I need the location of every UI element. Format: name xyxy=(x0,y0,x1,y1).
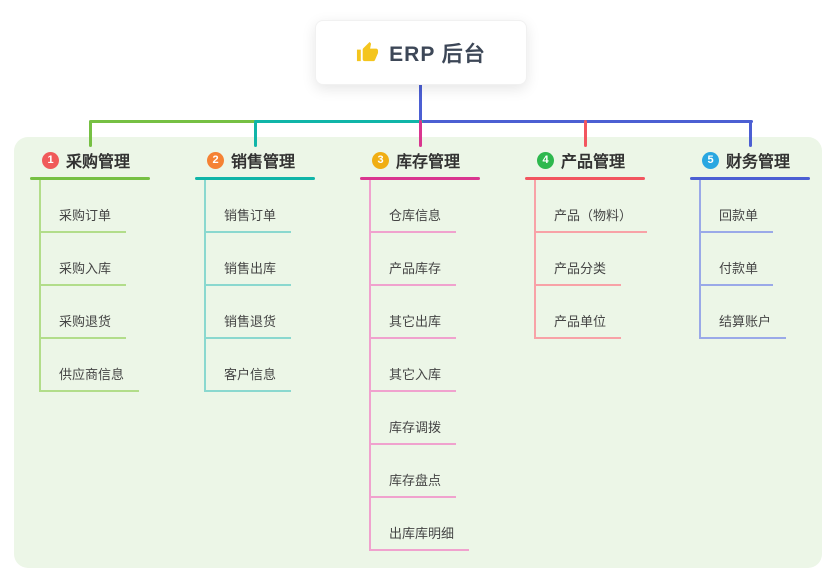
child-node-label: 回款单 xyxy=(719,208,759,223)
child-node-label: 结算账户 xyxy=(719,314,772,329)
branch-connector-horizontal xyxy=(420,120,753,123)
child-node[interactable]: 销售出库 xyxy=(206,233,292,286)
child-node[interactable]: 出库库明细 xyxy=(371,498,470,551)
branch-column: 1 采购管理 采购订单采购入库采购退货供应商信息 xyxy=(30,143,180,392)
child-node[interactable]: 其它入库 xyxy=(371,339,457,392)
child-node[interactable]: 付款单 xyxy=(701,233,774,286)
child-node[interactable]: 销售退货 xyxy=(206,286,292,339)
child-node[interactable]: 采购入库 xyxy=(41,233,127,286)
branch-underline xyxy=(525,177,645,180)
root-node[interactable]: ERP 后台 xyxy=(315,20,527,85)
thumbs-up-icon xyxy=(356,41,379,64)
branch-node-label: 产品管理 xyxy=(561,154,626,171)
child-node-label: 付款单 xyxy=(719,261,759,276)
branch-connector-drop xyxy=(748,120,752,147)
branch-node[interactable]: 5 财务管理 xyxy=(690,143,839,177)
child-node-label: 产品（物料） xyxy=(554,208,633,223)
child-node[interactable]: 库存盘点 xyxy=(371,445,457,498)
branch-children: 销售订单销售出库销售退货客户信息 xyxy=(204,180,345,392)
child-node[interactable]: 库存调拨 xyxy=(371,392,457,445)
branch-node-label: 财务管理 xyxy=(726,154,791,171)
branch-node-label: 销售管理 xyxy=(231,154,296,171)
child-node-label: 客户信息 xyxy=(224,367,277,382)
branch-connector-drop xyxy=(253,120,257,147)
child-node[interactable]: 结算账户 xyxy=(701,286,787,339)
child-node-label: 销售出库 xyxy=(224,261,277,276)
child-node-label: 其它出库 xyxy=(389,314,442,329)
branch-children: 回款单付款单结算账户 xyxy=(699,180,839,339)
child-node[interactable]: 产品（物料） xyxy=(536,180,648,233)
branch-underline xyxy=(360,177,480,180)
child-node[interactable]: 回款单 xyxy=(701,180,774,233)
child-node[interactable]: 其它出库 xyxy=(371,286,457,339)
child-node-label: 采购退货 xyxy=(59,314,112,329)
child-node[interactable]: 仓库信息 xyxy=(371,180,457,233)
branch-connector-drop xyxy=(88,120,92,147)
branch-underline xyxy=(30,177,150,180)
child-node-label: 产品单位 xyxy=(554,314,607,329)
root-connector-line xyxy=(418,82,422,123)
child-node-label: 销售退货 xyxy=(224,314,277,329)
branch-number-badge: 5 xyxy=(702,151,719,169)
child-node-label: 供应商信息 xyxy=(59,367,125,382)
branch-column: 5 财务管理 回款单付款单结算账户 xyxy=(690,143,839,339)
branch-node[interactable]: 3 库存管理 xyxy=(360,143,510,177)
branch-underline xyxy=(195,177,315,180)
child-node-label: 销售订单 xyxy=(224,208,277,223)
child-node-label: 产品库存 xyxy=(389,261,442,276)
root-node-label: ERP 后台 xyxy=(389,42,486,66)
child-node[interactable]: 产品分类 xyxy=(536,233,622,286)
branch-number-badge: 2 xyxy=(207,151,224,169)
child-node[interactable]: 产品单位 xyxy=(536,286,622,339)
branch-children: 仓库信息产品库存其它出库其它入库库存调拨库存盘点出库库明细 xyxy=(369,180,510,551)
branch-connector-drop xyxy=(418,120,422,147)
child-node-label: 库存调拨 xyxy=(389,420,442,435)
branch-number-badge: 4 xyxy=(537,151,554,169)
child-node-label: 出库库明细 xyxy=(389,526,455,541)
child-node[interactable]: 产品库存 xyxy=(371,233,457,286)
child-node[interactable]: 采购订单 xyxy=(41,180,127,233)
child-node[interactable]: 客户信息 xyxy=(206,339,292,392)
branch-children: 采购订单采购入库采购退货供应商信息 xyxy=(39,180,180,392)
branch-underline xyxy=(690,177,810,180)
child-node[interactable]: 供应商信息 xyxy=(41,339,140,392)
child-node-label: 采购订单 xyxy=(59,208,112,223)
child-node-label: 库存盘点 xyxy=(389,473,442,488)
branch-number-badge: 3 xyxy=(372,151,389,169)
child-node-label: 产品分类 xyxy=(554,261,607,276)
branch-node[interactable]: 4 产品管理 xyxy=(525,143,675,177)
branch-node-label: 库存管理 xyxy=(396,154,461,171)
branch-column: 3 库存管理 仓库信息产品库存其它出库其它入库库存调拨库存盘点出库库明细 xyxy=(360,143,510,551)
child-node-label: 仓库信息 xyxy=(389,208,442,223)
branch-column: 2 销售管理 销售订单销售出库销售退货客户信息 xyxy=(195,143,345,392)
branch-connector-horizontal xyxy=(255,120,423,123)
branch-node[interactable]: 1 采购管理 xyxy=(30,143,180,177)
child-node-label: 其它入库 xyxy=(389,367,442,382)
branch-connector-drop xyxy=(583,120,587,147)
child-node[interactable]: 销售订单 xyxy=(206,180,292,233)
branch-column: 4 产品管理 产品（物料） 产品分类产品单位 xyxy=(525,143,675,339)
branch-node-label: 采购管理 xyxy=(66,154,131,171)
branch-node[interactable]: 2 销售管理 xyxy=(195,143,345,177)
child-node-label: 采购入库 xyxy=(59,261,112,276)
child-node[interactable]: 采购退货 xyxy=(41,286,127,339)
branch-children: 产品（物料） 产品分类产品单位 xyxy=(534,180,675,339)
branch-number-badge: 1 xyxy=(42,151,59,169)
